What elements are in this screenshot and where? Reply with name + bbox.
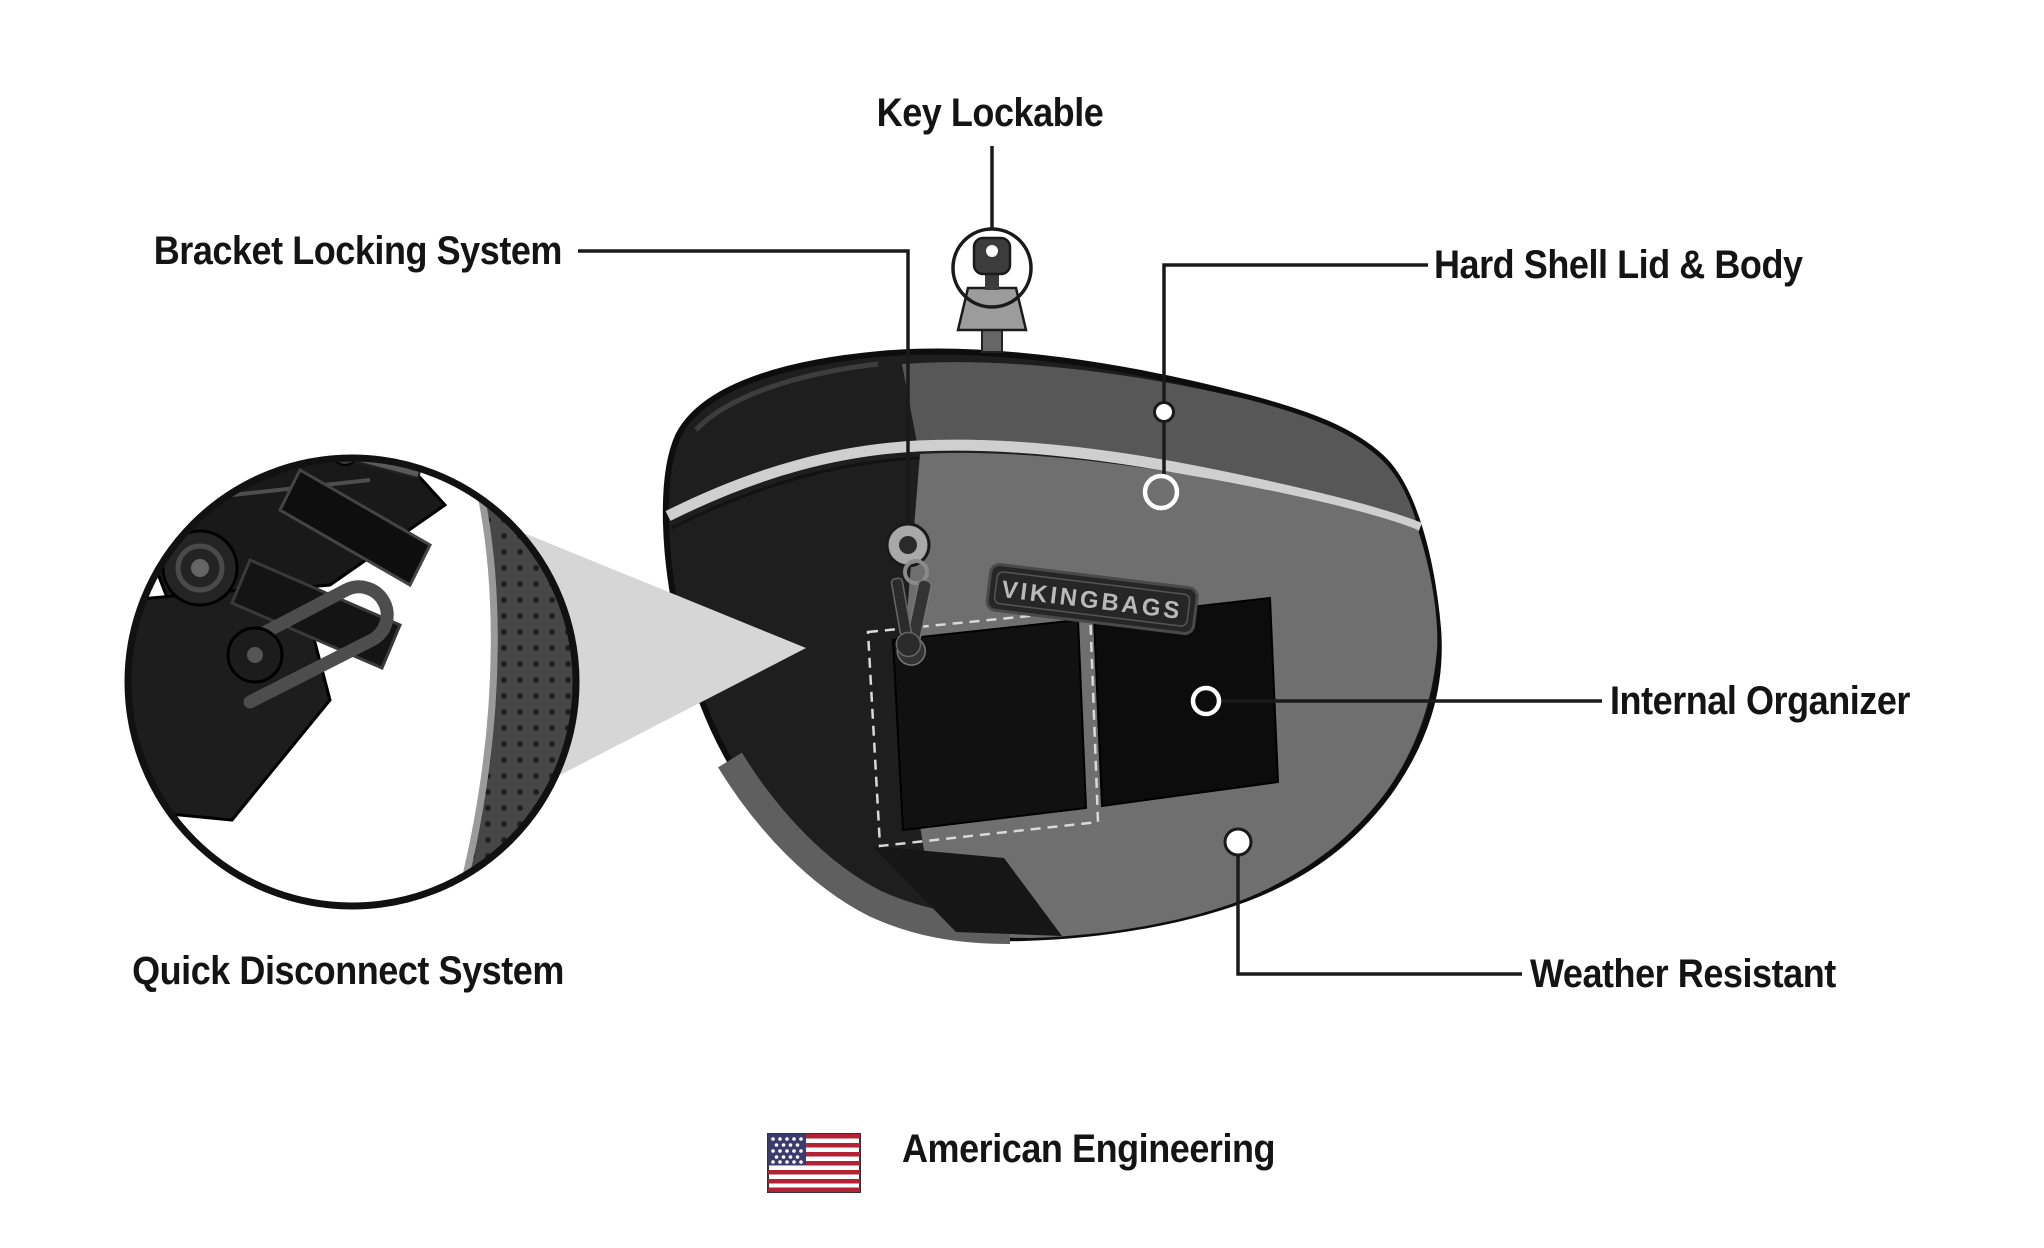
quick-disconnect-inset <box>124 454 580 910</box>
hard-shell-marker-small <box>1153 401 1175 423</box>
lid-highlight <box>694 361 879 432</box>
label-hard-shell-lid-body: Hard Shell Lid & Body <box>1434 243 1803 287</box>
label-bracket-locking-system: Bracket Locking System <box>153 229 563 273</box>
organizer-pocket-right <box>1092 596 1280 808</box>
key-lock-badge <box>951 227 1033 353</box>
bottom-notch <box>872 846 1062 936</box>
u-pin <box>228 580 394 709</box>
lock-flange <box>956 286 1028 332</box>
internal-organizer-marker <box>1190 685 1222 717</box>
hard-shell-line <box>1162 263 1428 402</box>
lid-seam <box>665 439 1423 534</box>
weather-resistant-line <box>1236 856 1522 976</box>
mount-knob-small <box>226 626 284 684</box>
lid-top-gray <box>902 362 1417 524</box>
label-internal-organizer: Internal Organizer <box>1610 679 1910 723</box>
bracket-bar-upper <box>278 467 432 588</box>
callout-lines <box>578 146 1602 976</box>
bracket-locking-line <box>578 249 910 523</box>
weather-resistant-marker <box>1223 827 1253 857</box>
saddlebag-body: VIKINGBAGS <box>662 348 1442 944</box>
keyhole-with-keys <box>885 522 932 666</box>
label-key-lockable: Key Lockable <box>876 91 1104 135</box>
label-american-engineering: American Engineering <box>902 1127 1276 1171</box>
hard-shell-marker-large <box>1142 473 1180 511</box>
us-flag-icon <box>767 1133 861 1193</box>
label-weather-resistant: Weather Resistant <box>1530 952 1836 996</box>
organizer-pocket-left <box>891 618 1088 832</box>
label-quick-disconnect-system: Quick Disconnect System <box>132 949 564 993</box>
